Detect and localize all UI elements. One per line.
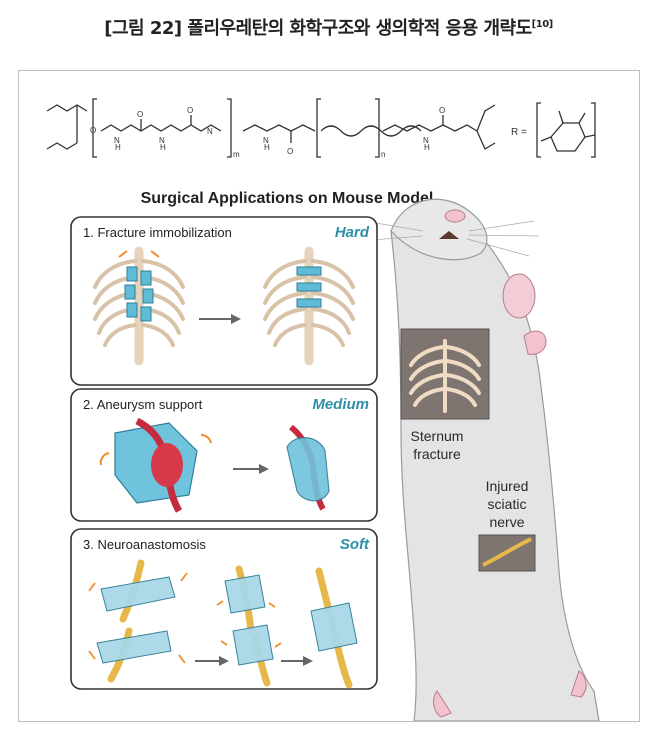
chemical-atoms: O O NH NH O N NH O NH O (90, 106, 445, 156)
svg-text:O: O (287, 147, 293, 156)
svg-text:O: O (137, 110, 143, 119)
figure-svg: O O NH NH O N NH O NH O m n R = Surgical… (46, 98, 600, 721)
sternum-label-line2: fracture (413, 446, 461, 462)
panel-aneurysm: 2. Aneurysm support Medium (70, 388, 378, 522)
svg-text:H: H (424, 143, 430, 152)
subscript-n: n (381, 150, 385, 159)
panel-fracture: 1. Fracture immobilization Hard (70, 216, 378, 386)
figure-title: Surgical Applications on Mouse Model (141, 190, 434, 207)
svg-text:N: N (114, 136, 120, 145)
panel-neuro-label: 3. Neuroanastomosis (83, 537, 206, 552)
panel-aneurysm-tag: Medium (312, 396, 369, 413)
subscript-m: m (233, 150, 240, 159)
svg-text:N: N (423, 136, 429, 145)
panel-neuro: 3. Neuroanastomosis Soft (70, 528, 378, 690)
r-group-label: R = (511, 127, 527, 138)
svg-text:H: H (115, 143, 121, 152)
chemical-structure (46, 98, 596, 158)
svg-text:N: N (207, 127, 213, 136)
svg-text:H: H (264, 143, 270, 152)
svg-text:O: O (187, 106, 193, 115)
mouse-illustration (358, 198, 600, 721)
sternum-label-line1: Sternum (411, 428, 464, 444)
panel-aneurysm-label: 2. Aneurysm support (83, 397, 203, 412)
sciatic-label-line1: Injured (486, 478, 529, 494)
svg-text:O: O (90, 126, 96, 135)
sciatic-label-line2: sciatic (488, 496, 527, 512)
caption-text: [그림 22] 폴리우레탄의 화학구조와 생의학적 응용 개략도 (104, 18, 532, 39)
svg-text:N: N (159, 136, 165, 145)
figure-caption: [그림 22] 폴리우레탄의 화학구조와 생의학적 응용 개략도[10] (0, 14, 657, 40)
panel-neuro-tag: Soft (340, 536, 370, 553)
panel-fracture-label: 1. Fracture immobilization (83, 225, 232, 240)
sciatic-label-line3: nerve (489, 514, 524, 530)
svg-text:N: N (263, 136, 269, 145)
sternum-inset (400, 328, 490, 420)
sciatic-inset (478, 534, 536, 572)
svg-text:O: O (439, 106, 445, 115)
caption-reference: [10] (531, 19, 554, 30)
panel-fracture-tag: Hard (335, 224, 370, 241)
svg-text:H: H (160, 143, 166, 152)
